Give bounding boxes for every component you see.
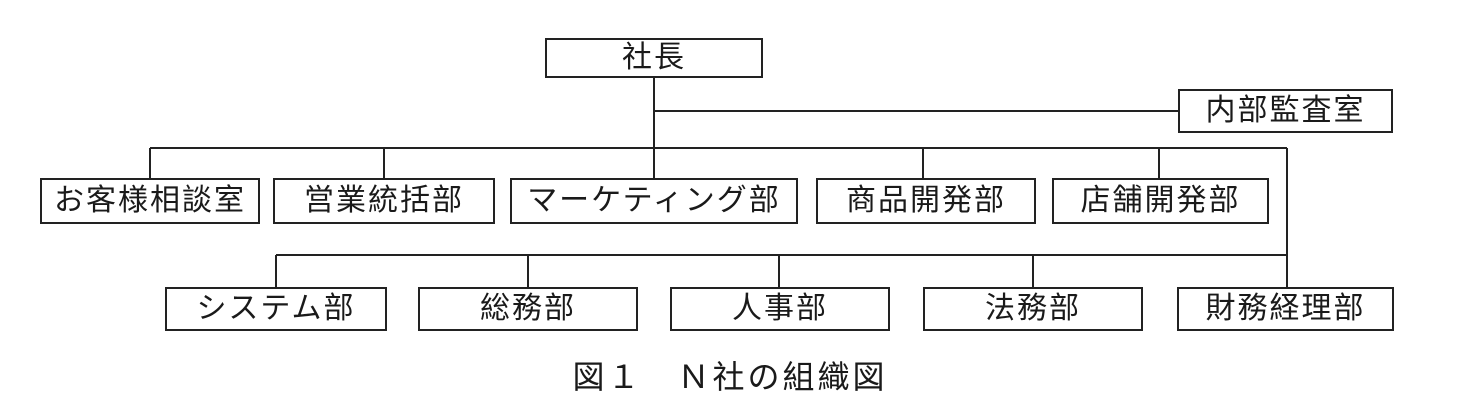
node-eigyo-tokatsubu: 営業統括部 [273,178,495,224]
node-system-bu-label: システム部 [196,291,356,326]
node-jinjibu-label: 人事部 [732,291,828,326]
node-shohin-kaihatsubu-label: 商品開発部 [846,183,1006,218]
node-president: 社長 [545,38,763,78]
node-eigyo-tokatsubu-label: 営業統括部 [304,183,464,218]
node-jinjibu: 人事部 [670,287,890,331]
node-system-bu: システム部 [165,287,387,331]
node-somubu: 総務部 [418,287,638,331]
node-internal-audit-label: 内部監査室 [1205,93,1366,128]
node-somubu-label: 総務部 [480,291,576,326]
node-internal-audit: 内部監査室 [1178,89,1393,133]
node-president-label: 社長 [622,40,686,75]
node-okyakusama-soudanshitsu-label: お客様相談室 [54,183,246,218]
node-shohin-kaihatsubu: 商品開発部 [816,178,1036,224]
node-marketing-bu-label: マーケティング部 [527,183,781,218]
node-homubu: 法務部 [923,287,1143,331]
figure-caption: 図１ Ｎ社の組織図 [572,358,888,396]
node-zaimu-keiribu-label: 財務経理部 [1205,291,1366,326]
node-zaimu-keiribu: 財務経理部 [1177,287,1394,331]
node-tenpo-kaihatsubu-label: 店舗開発部 [1080,183,1241,218]
node-marketing-bu: マーケティング部 [510,178,798,224]
node-homubu-label: 法務部 [985,291,1081,326]
node-tenpo-kaihatsubu: 店舗開発部 [1052,178,1269,224]
node-okyakusama-soudanshitsu: お客様相談室 [40,178,260,224]
